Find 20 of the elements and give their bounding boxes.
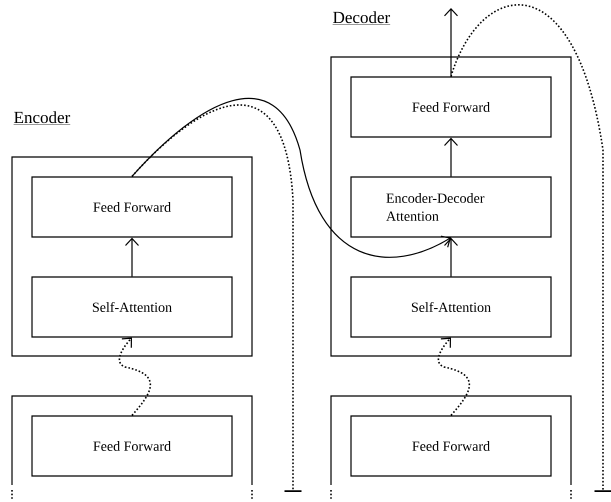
dotted-arrow [450, 4, 611, 492]
block-title: Encoder [13, 111, 70, 125]
layer-box: Feed Forward [350, 76, 552, 138]
arrow [444, 138, 458, 176]
layer-box: Self-Attention [31, 276, 233, 338]
arrow [444, 238, 458, 276]
open-block [11, 395, 253, 501]
open-block [330, 395, 572, 501]
layer-box: Feed Forward [31, 415, 233, 477]
layer-box: Feed Forward [31, 176, 233, 238]
block-title: Decoder [332, 11, 390, 25]
layer-box: Self-Attention [350, 276, 552, 338]
dotted-arrow [118, 338, 152, 416]
arrow [132, 98, 451, 258]
dotted-arrow [438, 338, 470, 416]
arrow [125, 238, 139, 276]
dotted-arrow [131, 104, 302, 492]
arrow [444, 8, 458, 76]
layer-box: Encoder-Decoder Attention [350, 176, 552, 238]
layer-box: Feed Forward [350, 415, 552, 477]
